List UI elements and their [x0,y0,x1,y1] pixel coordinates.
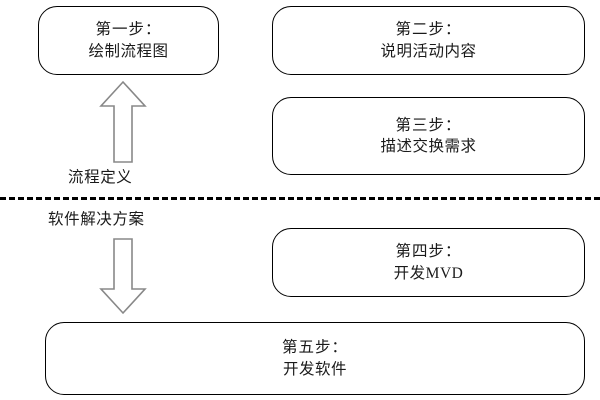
arrow-up-icon [99,80,147,164]
node-step-3-description: 描述交换需求 [380,138,477,155]
node-step-5[interactable]: 第五步： 开发软件 [45,322,585,395]
arrow-down-icon [99,237,147,315]
node-step-1-description: 绘制流程图 [88,42,169,60]
node-step-3[interactable]: 第三步： 描述交换需求 [272,97,585,175]
node-step-4[interactable]: 第四步： 开发MVD [272,228,585,297]
section-caption-software-solution: 软件解决方案 [48,211,145,228]
section-divider [0,197,600,200]
node-step-4-title: 第四步： [395,243,462,261]
node-step-1[interactable]: 第一步： 绘制流程图 [38,6,219,75]
node-step-5-title: 第五步： [281,339,348,357]
node-step-2-title: 第二步： [395,21,462,39]
node-step-2[interactable]: 第二步： 说明活动内容 [272,6,585,75]
node-step-4-description: 开发MVD [393,264,464,282]
node-step-2-description: 说明活动内容 [380,42,477,60]
node-step-5-description: 开发软件 [282,360,347,378]
section-caption-process-definition: 流程定义 [68,169,133,186]
node-step-1-title: 第一步： [95,21,162,39]
node-step-3-title: 第三步： [395,116,462,134]
